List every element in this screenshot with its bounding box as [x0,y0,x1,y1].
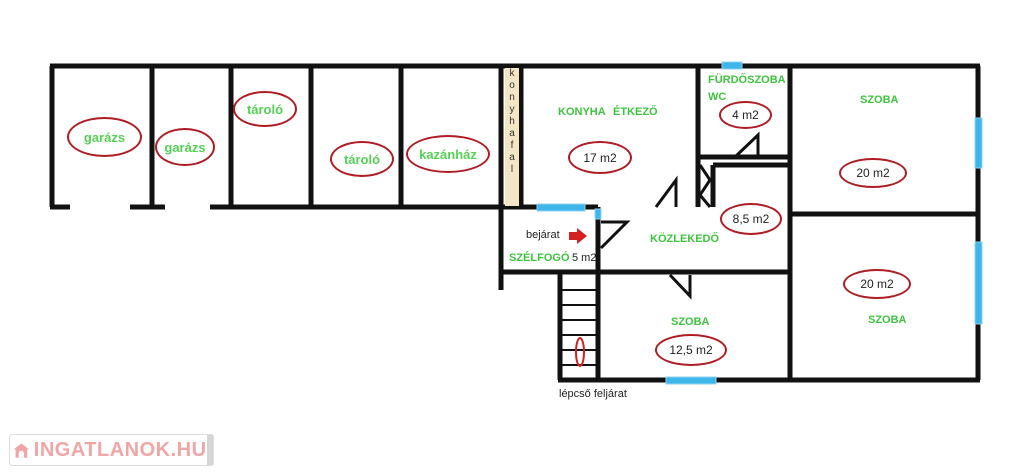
door-swing [668,273,692,300]
furdo-label: FÜRDŐSZOBA [708,74,786,86]
house-icon [13,443,30,458]
stairs-arrow-icon [575,337,585,367]
szoba-small-label: SZOBA [671,316,710,328]
room-kazanhaz: kazánház [406,135,490,173]
entrance-arrow-icon [569,228,587,244]
door-frame [698,164,712,208]
window [536,203,586,212]
room-tarolo-1: tároló [233,91,297,127]
logo-text: INGATLANOK.HU [33,438,207,461]
konyha-label: KONYHA [558,106,606,118]
window [665,376,717,385]
konyha-area: 17 m2 [568,141,632,174]
szoba-top-area: 20 m2 [839,158,907,188]
stairs-label: lépcső feljárat [559,388,627,400]
szelfogo-area: 5 m2 [572,252,597,264]
window [974,241,983,325]
logo[interactable]: INGATLANOK.HU [9,434,214,466]
szoba-bottom-right-area: 20 m2 [843,269,911,299]
szoba-bottom-right-label: SZOBA [868,314,907,326]
furdo-area: 4 m2 [719,101,772,129]
konyhafal-label: konyhafal [505,68,519,206]
bejarat-label: bejárat [526,229,560,241]
door-swing [654,175,678,208]
etkezo-label: ÉTKEZŐ [613,106,658,118]
szoba-small-area: 12,5 m2 [655,334,727,366]
wc-label: WC [708,91,727,103]
window [974,117,983,169]
window [594,208,602,220]
szoba-top-label: SZOBA [860,94,899,106]
room-garazs-1: garázs [67,117,142,157]
door-swing [599,220,631,250]
logo-bar [206,435,213,465]
door-swing [733,131,760,159]
kozlekedo-area: 8,5 m2 [720,203,782,235]
room-garazs-2: garázs [155,128,215,166]
szelfogo-label: SZÉLFOGÓ [509,252,570,264]
window [721,61,743,70]
room-tarolo-2: tároló [330,141,394,177]
kozlekedo-label: KÖZLEKEDŐ [650,233,720,245]
